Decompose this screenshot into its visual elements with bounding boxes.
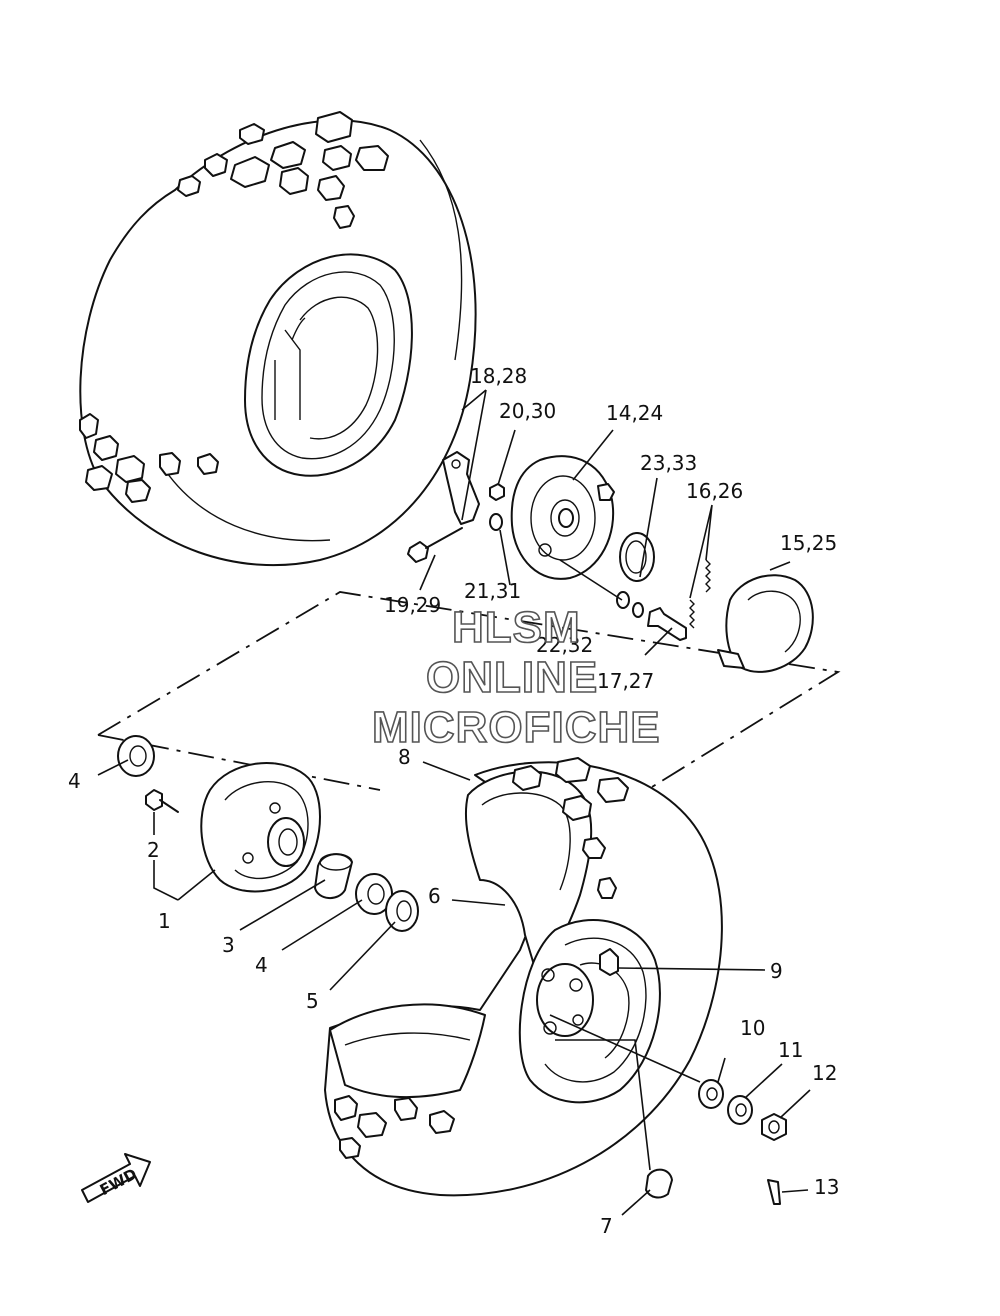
bearing-4-right <box>355 873 393 915</box>
bolt-19 <box>407 527 463 563</box>
stud-bolt-2 <box>145 789 179 813</box>
nut-20 <box>489 483 505 501</box>
leader-lines <box>97 389 811 1216</box>
wheel-nut-7 <box>645 1168 673 1199</box>
callout-8: 8 <box>398 745 411 769</box>
washer-21 <box>489 513 503 531</box>
watermark-line-2: ONLINE <box>426 653 598 702</box>
callout-3: 3 <box>222 933 235 957</box>
castle-nut-12 <box>761 1113 787 1141</box>
brake-camshaft-17 <box>647 607 687 641</box>
upper-tire-tread-top <box>177 111 389 229</box>
watermark-line-3: MICROFICHE <box>372 703 661 752</box>
watermark: HLSM ONLINE MICROFICHE <box>371 602 661 753</box>
assembly-bracket <box>97 591 841 809</box>
callout-19-29: 19,29 <box>384 593 441 617</box>
callout-12: 12 <box>812 1061 837 1085</box>
callout-4-lower: 4 <box>255 953 268 977</box>
brake-panel <box>510 455 615 580</box>
washer-11 <box>727 1095 753 1125</box>
cotter-pin-13 <box>767 1179 781 1205</box>
brake-shoes-15 <box>717 574 814 673</box>
callout-22-32: 22,32 <box>536 633 593 657</box>
callout-1: 1 <box>158 909 171 933</box>
callout-6: 6 <box>428 884 441 908</box>
o-rings-22 <box>616 591 644 618</box>
callout-11: 11 <box>778 1038 803 1062</box>
brake-cam-lever <box>442 451 480 525</box>
watermark-line-1: HLSM <box>452 603 581 652</box>
callout-21-31: 21,31 <box>464 579 521 603</box>
callout-14-24: 14,24 <box>606 401 663 425</box>
washer-10 <box>698 1079 724 1109</box>
callout-16-26: 16,26 <box>686 479 743 503</box>
springs-16 <box>689 559 711 629</box>
callout-5: 5 <box>306 989 319 1013</box>
callout-labels: 18,28 20,30 14,24 23,33 16,26 15,25 19,2… <box>68 364 839 1238</box>
callout-17-27: 17,27 <box>597 669 654 693</box>
upper-tire <box>79 111 477 567</box>
callout-2: 2 <box>147 838 160 862</box>
wheel-hub-1 <box>200 762 321 893</box>
spacer-3 <box>314 853 353 899</box>
callout-4-upper: 4 <box>68 769 81 793</box>
callout-10: 10 <box>740 1016 765 1040</box>
bearing-4-left <box>117 735 155 777</box>
callout-20-30: 20,30 <box>499 399 556 423</box>
callout-7: 7 <box>600 1214 613 1238</box>
callout-13: 13 <box>814 1175 839 1199</box>
callout-18-28: 18,28 <box>470 364 527 388</box>
callout-15-25: 15,25 <box>780 531 837 555</box>
callout-9: 9 <box>770 959 783 983</box>
upper-tire-tread-bottom <box>79 413 219 503</box>
lower-tire <box>324 757 723 1197</box>
oil-seal-5 <box>385 890 419 932</box>
fwd-direction-marker: FWD <box>81 1153 151 1203</box>
oil-seal-23 <box>619 532 655 582</box>
callout-23-33: 23,33 <box>640 451 697 475</box>
